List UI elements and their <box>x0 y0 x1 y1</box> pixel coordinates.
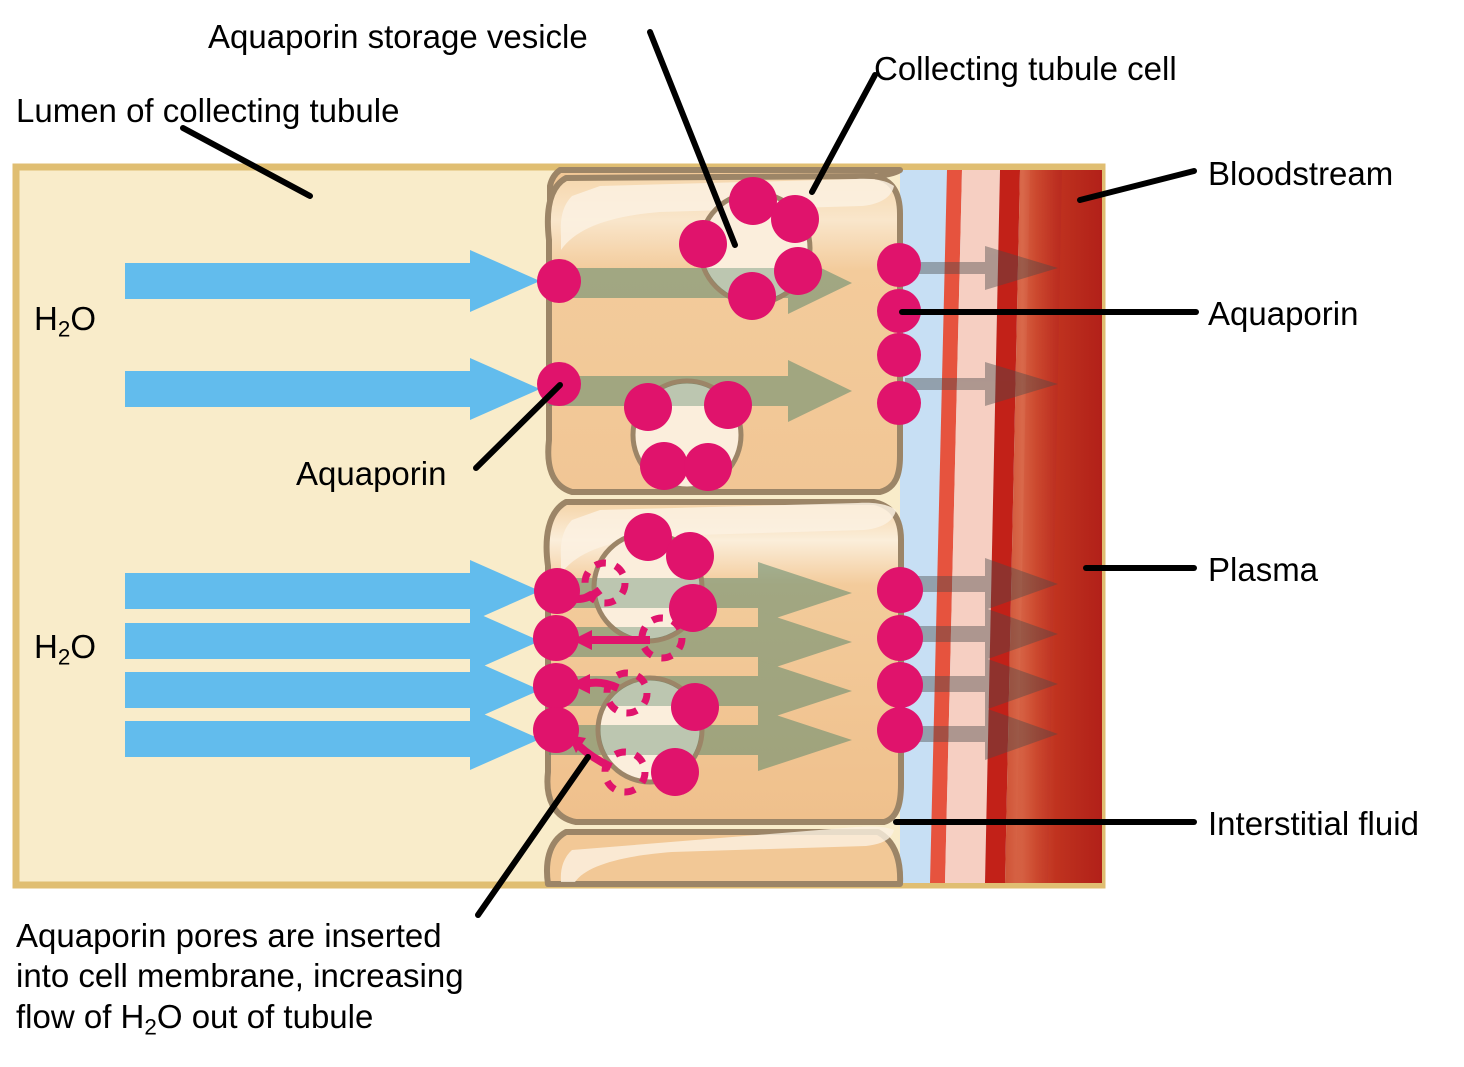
label-interstitial-fluid: Interstitial fluid <box>1208 805 1419 842</box>
leader-line-icon <box>647 29 738 248</box>
water-h: H <box>34 628 58 665</box>
water-flow-arrow-icon <box>125 610 540 672</box>
caption-line-3a: flow of H <box>16 997 145 1035</box>
blood-entry-arrow-icon <box>905 362 1058 406</box>
aquaporin-pore-dot-icon <box>624 513 672 561</box>
inserting-aquaporin-icon <box>603 669 651 717</box>
vesicle-insertion-arrow-head-icon <box>570 674 590 694</box>
label-water-upper: H2O <box>34 300 96 342</box>
water-flow-arrow-icon <box>125 250 540 312</box>
water-flow-arrow-icon <box>125 560 540 622</box>
leader-lines <box>180 29 1199 918</box>
aquaporin-pore-dot-icon <box>877 381 921 425</box>
aquaporin-pore-dot-icon <box>877 615 923 661</box>
aquaporin-pore-dot-icon <box>704 381 752 429</box>
cell-upper-highlight <box>560 178 894 250</box>
leader-line-icon <box>1077 168 1197 203</box>
water-o: O <box>70 628 96 665</box>
label-aquaporin-left: Aquaporin <box>296 455 447 492</box>
aquaporin-pore-dot-icon <box>728 272 776 320</box>
blood-side-arrows <box>905 246 1058 760</box>
label-lumen: Lumen of collecting tubule <box>16 92 400 129</box>
water-sub: 2 <box>57 316 71 342</box>
caption-aquaporin-insertion: Aquaporin pores are inserted into cell m… <box>16 916 556 1040</box>
vessel-wall-pale-layer <box>945 170 1000 883</box>
cell-sliver-bottom-highlight <box>560 826 894 882</box>
vessel-outer-line <box>985 170 1020 883</box>
water-flow-arrow-icon <box>125 708 540 770</box>
leader-line-icon <box>180 125 313 199</box>
transcellular-flow-arrow-icon <box>549 611 852 673</box>
label-water-lower: H2O <box>34 628 96 670</box>
aquaporin-pore-dot-icon <box>877 567 923 613</box>
aquaporin-pore-dot-icon <box>671 683 719 731</box>
caption-line-3b: O out of tubule <box>156 997 374 1035</box>
water-flow-arrow-icon <box>125 659 540 721</box>
aquaporin-pore-dot-icon <box>624 383 672 431</box>
caption-sub: 2 <box>144 1013 157 1039</box>
aquaporin-pore-dot-icon <box>771 195 819 243</box>
aquaporin-pore-dot-icon <box>774 247 822 295</box>
vessel-inner-line <box>930 170 962 883</box>
blood-entry-arrow-icon <box>905 558 1058 610</box>
label-storage-vesicle: Aquaporin storage vesicle <box>208 18 588 55</box>
label-collecting-tubule-cell: Collecting tubule cell <box>874 50 1177 87</box>
blood-entry-arrow-icon <box>905 246 1058 290</box>
vesicle-insertion-group <box>553 559 686 796</box>
water-flow-arrow-icon <box>125 358 540 420</box>
blood-entry-arrow-icon <box>905 708 1058 760</box>
water-sub: 2 <box>57 644 71 670</box>
aquaporin-pore-dot-icon <box>533 707 579 753</box>
inserting-aquaporin-icon <box>581 559 629 607</box>
aquaporin-pore-dot-icon <box>679 220 727 268</box>
caption-line-2: into cell membrane, increasing <box>16 957 464 995</box>
caption-line-3: flow of H2O out of tubule <box>16 997 556 1041</box>
aquaporin-pore-dot-icon <box>537 259 581 303</box>
label-aquaporin-right: Aquaporin <box>1208 295 1359 332</box>
aquaporin-pore-dot-icon <box>533 615 579 661</box>
vessel-wall-group <box>900 170 1102 883</box>
vesicle-insertion-arrow-icon <box>575 742 613 771</box>
aquaporin-pore-dot-icon <box>533 663 579 709</box>
aquaporin-pore-dot-icon <box>684 443 732 491</box>
vesicle-insertion-arrow-head-icon <box>572 630 592 650</box>
transcellular-flow-arrow-icon <box>549 252 852 314</box>
water-o: O <box>70 300 96 337</box>
inserting-aquaporin-icon <box>601 748 649 796</box>
aquaporin-pore-dot-icon <box>877 289 921 333</box>
aquaporin-pore-dot-icon <box>651 748 699 796</box>
aquaporin-pore-dot-icon <box>729 177 777 225</box>
leader-line-icon <box>475 754 591 918</box>
aquaporin-pore-dot-icon <box>877 333 921 377</box>
leader-line-icon <box>809 72 878 195</box>
leader-line-icon <box>473 382 563 471</box>
aquaporin-pore-dot-icon <box>877 662 923 708</box>
label-bloodstream: Bloodstream <box>1208 155 1394 192</box>
aquaporin-pore-dot-icon <box>534 568 580 614</box>
aquaporin-pore-dot-icon <box>877 707 923 753</box>
water-flow-arrows-lower <box>125 560 540 770</box>
inserting-aquaporin-icon <box>638 614 686 662</box>
aquaporin-pore-dot-icon <box>669 584 717 632</box>
collecting-tubule-cell-lower <box>543 499 904 825</box>
aquaporin-pore-dot-icon <box>877 243 921 287</box>
water-flow-arrows-upper <box>125 250 540 420</box>
bloodstream-highlight <box>1016 170 1062 883</box>
aquaporin-pore-dot-icon <box>640 442 688 490</box>
label-plasma: Plasma <box>1208 551 1319 588</box>
water-h: H <box>34 300 58 337</box>
blood-entry-arrow-icon <box>905 658 1058 710</box>
caption-line-1: Aquaporin pores are inserted <box>16 917 442 954</box>
aquaporin-pore-dot-icon <box>666 532 714 580</box>
blood-entry-arrow-icon <box>905 608 1058 660</box>
